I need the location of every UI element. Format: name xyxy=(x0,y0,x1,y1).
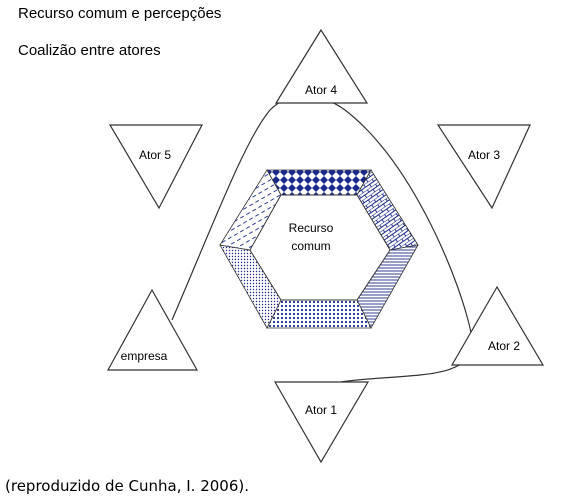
resource-label-line1: Recurso xyxy=(289,221,334,235)
svg-text:Ator 2: Ator 2 xyxy=(488,339,520,353)
actor-ator4: Ator 4 xyxy=(274,28,369,104)
resource-label-line2: comum xyxy=(291,239,330,253)
coalition-curve xyxy=(171,95,473,393)
source-caption: (reproduzido de Cunha, I. 2006). xyxy=(5,477,249,495)
svg-text:Ator 3: Ator 3 xyxy=(468,148,500,162)
svg-text:Ator 1: Ator 1 xyxy=(305,403,337,417)
actor-ator2: Ator 2 xyxy=(450,285,545,366)
diagram-subtitle: Coalizão entre atores xyxy=(18,42,161,59)
actor-ator1: Ator 1 xyxy=(273,381,370,464)
svg-text:Ator 5: Ator 5 xyxy=(139,148,171,162)
actor-empresa: empresa xyxy=(106,288,199,371)
diagram-title: Recurso comum e percepções xyxy=(18,5,222,22)
svg-text:empresa: empresa xyxy=(121,349,168,363)
svg-text:Ator 4: Ator 4 xyxy=(305,83,337,97)
actor-ator3: Ator 3 xyxy=(436,124,531,210)
resource-hexagon: Recurso comum xyxy=(219,169,419,329)
actor-ator5: Ator 5 xyxy=(108,124,203,210)
